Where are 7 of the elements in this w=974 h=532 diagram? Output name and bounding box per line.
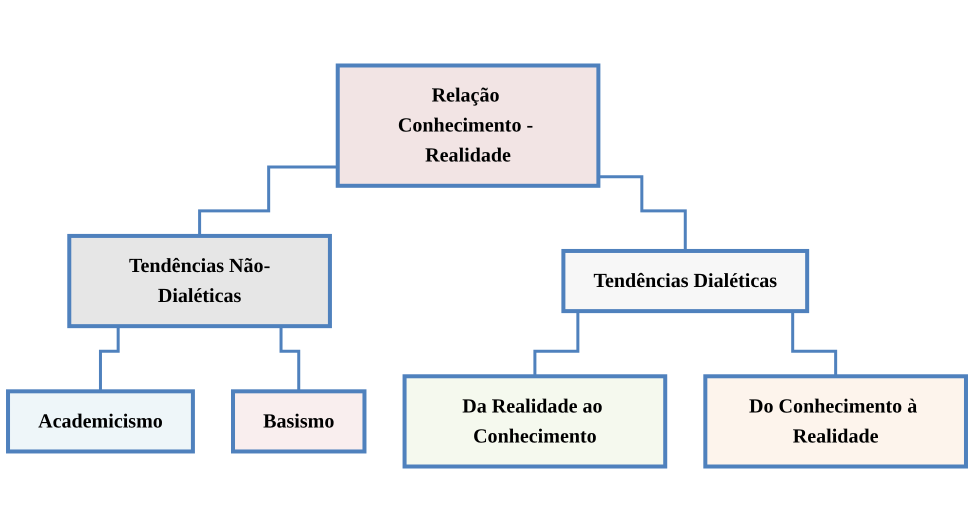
node-box <box>703 374 968 468</box>
node-box <box>402 374 668 468</box>
node-box <box>67 234 332 328</box>
node-box <box>336 64 600 188</box>
node-box <box>231 389 366 454</box>
node-box <box>561 248 810 314</box>
node-box <box>6 389 195 454</box>
